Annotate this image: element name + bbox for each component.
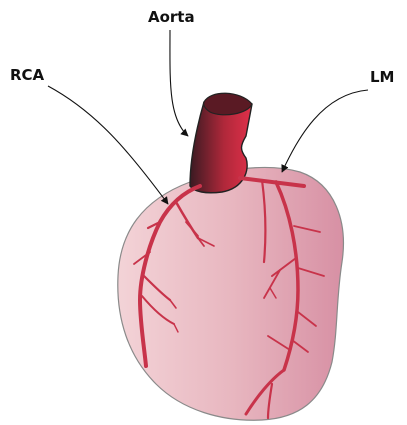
lm-leader <box>282 90 368 172</box>
rca-label: RCA <box>10 68 44 83</box>
rca-leader <box>48 86 168 204</box>
aorta-leader <box>170 30 188 136</box>
aorta-label: Aorta <box>148 10 195 25</box>
heart-body <box>118 167 344 420</box>
lm-label: LM <box>370 70 395 85</box>
